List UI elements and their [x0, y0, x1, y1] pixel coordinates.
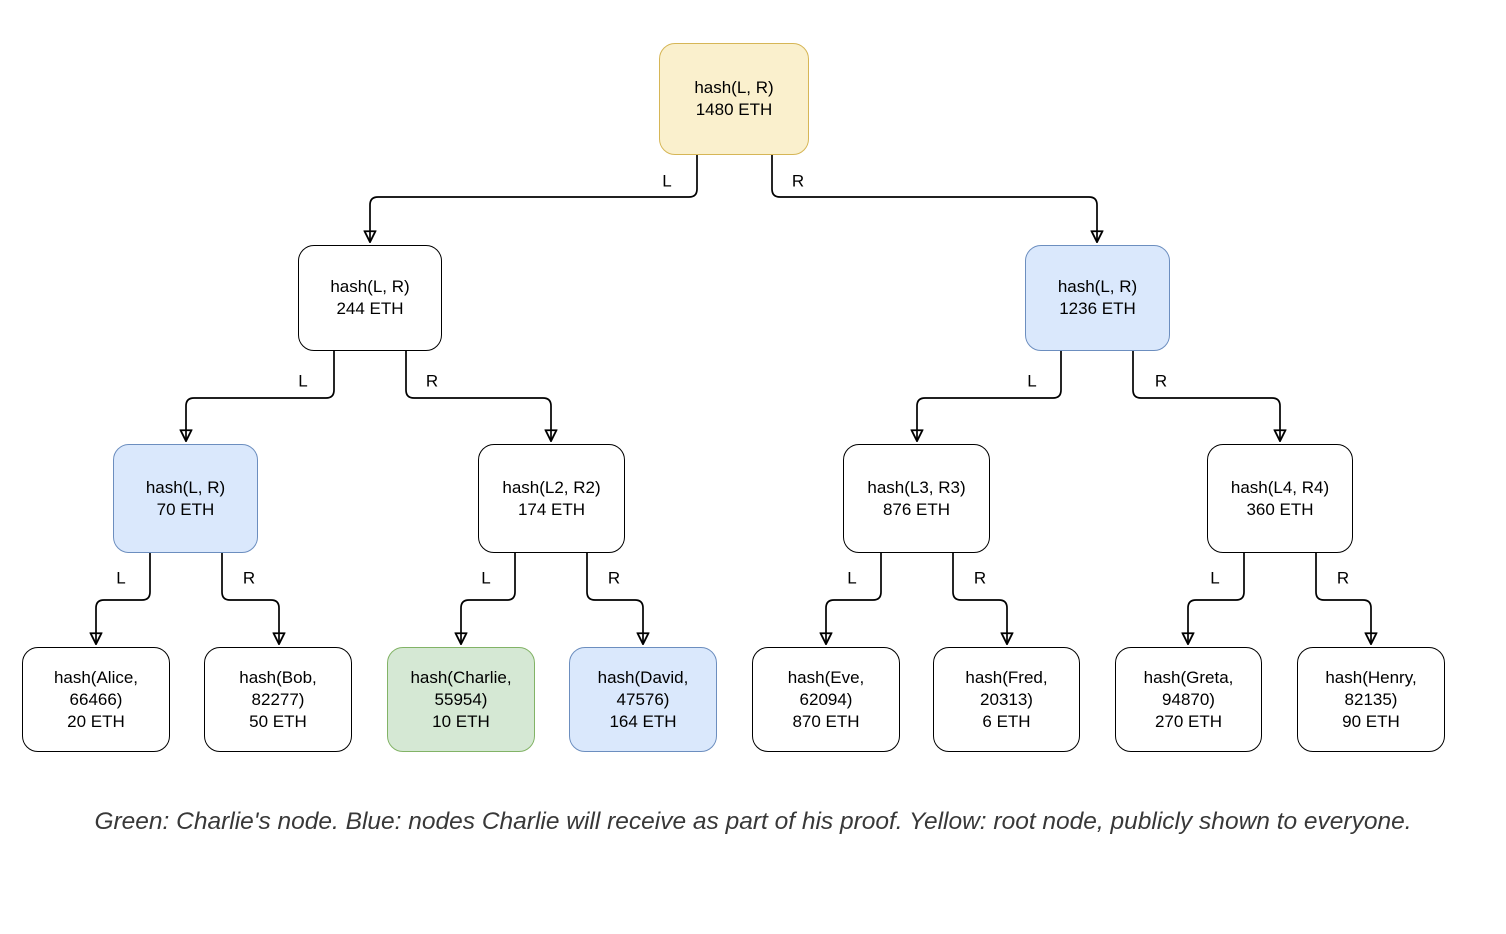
leaf-henry: hash(Henry, 82135) 90 ETH [1297, 647, 1445, 752]
edge-root-left [370, 155, 698, 241]
node-hash-label: hash(L3, R3) [867, 477, 966, 497]
node-amount-label: 870 ETH [792, 711, 860, 731]
tree-edges [0, 155, 1506, 780]
edge-label-r-l: L [1025, 371, 1039, 391]
edge-lr-right [586, 553, 643, 643]
edge-rl-left [826, 553, 882, 643]
leaf-alice: hash(Alice, 66466) 20 ETH [22, 647, 170, 752]
node-hash-label: hash(Charlie, 55954) [410, 667, 512, 709]
edge-label-lr-r: R [605, 568, 623, 588]
node-hash-label: hash(L, R) [330, 277, 410, 296]
edge-root-right [771, 155, 1097, 241]
node-amount-label: 6 ETH [982, 711, 1031, 731]
node-hash-label: hash(L, R) [694, 78, 774, 97]
leaf-david: hash(David, 47576) 164 ETH [569, 647, 717, 752]
node-hash-label: hash(L, R) [1057, 277, 1138, 296]
edge-label-r-r: R [1152, 371, 1170, 391]
node-amount-label: 270 ETH [1154, 711, 1223, 731]
node-hash-label: hash(L, R) [145, 477, 226, 497]
node-hash-label: hash(L2, R2) [502, 477, 601, 497]
edge-r-left [917, 351, 1062, 440]
node-amount-label: 360 ETH [1246, 499, 1314, 519]
leaf-charlie: hash(Charlie, 55954) 10 ETH [387, 647, 535, 752]
edge-label-ll-l: L [114, 568, 128, 588]
node-level3-4: hash(L4, R4) 360 ETH [1207, 444, 1353, 553]
edge-label-rr-l: L [1208, 568, 1222, 588]
node-amount-label: 20 ETH [67, 711, 125, 731]
node-hash-label: hash(David, 47576) [597, 667, 689, 709]
node-amount-label: 876 ETH [882, 499, 951, 519]
leaf-bob: hash(Bob, 82277) 50 ETH [204, 647, 352, 752]
node-amount-label: 10 ETH [432, 711, 490, 731]
edge-label-rl-l: L [845, 568, 859, 588]
leaf-greta: hash(Greta, 94870) 270 ETH [1115, 647, 1262, 752]
edge-label-lr-l: L [479, 568, 493, 588]
edge-l-left [186, 351, 335, 440]
node-level2-left: hash(L, R) 244 ETH [298, 245, 442, 351]
leaf-eve: hash(Eve, 62094) 870 ETH [752, 647, 900, 752]
node-hash-label: hash(Fred, 20313) [965, 667, 1048, 709]
edge-label-root-r: R [789, 171, 807, 191]
node-amount-label: 70 ETH [156, 499, 215, 519]
node-root: hash(L, R) 1480 ETH [659, 43, 809, 155]
edge-r-right [1132, 351, 1280, 440]
node-level2-right: hash(L, R) 1236 ETH [1025, 245, 1170, 351]
edge-label-l-l: L [296, 371, 310, 391]
leaf-fred: hash(Fred, 20313) 6 ETH [933, 647, 1080, 752]
node-amount-label: 244 ETH [336, 299, 404, 318]
edge-label-rr-r: R [1334, 568, 1352, 588]
node-amount-label: 50 ETH [249, 711, 307, 731]
node-amount-label: 164 ETH [609, 711, 677, 731]
node-level3-3: hash(L3, R3) 876 ETH [843, 444, 990, 553]
edge-ll-left [96, 553, 151, 643]
node-level3-2: hash(L2, R2) 174 ETH [478, 444, 625, 553]
edge-ll-right [221, 553, 279, 643]
edge-label-l-r: R [423, 371, 441, 391]
edge-l-right [405, 351, 551, 440]
edge-label-ll-r: R [240, 568, 258, 588]
node-hash-label: hash(Henry, 82135) [1325, 667, 1417, 709]
node-amount-label: 1480 ETH [695, 100, 773, 119]
node-amount-label: 174 ETH [517, 499, 586, 519]
node-hash-label: hash(Eve, 62094) [787, 667, 865, 709]
node-level3-1: hash(L, R) 70 ETH [113, 444, 258, 553]
edge-label-rl-r: R [971, 568, 989, 588]
edge-lr-left [461, 553, 516, 643]
node-amount-label: 1236 ETH [1059, 299, 1136, 318]
node-hash-label: hash(Alice, 66466) [53, 667, 139, 709]
node-hash-label: hash(Bob, 82277) [239, 667, 317, 709]
figure-caption: Green: Charlie's node. Blue: nodes Charl… [94, 808, 1412, 835]
node-amount-label: 90 ETH [1342, 711, 1400, 731]
edge-rr-left [1188, 553, 1245, 643]
edge-label-root-l: L [660, 171, 674, 191]
node-hash-label: hash(L4, R4) [1230, 477, 1330, 497]
node-hash-label: hash(Greta, 94870) [1143, 667, 1234, 709]
edge-rr-right [1315, 553, 1371, 643]
edge-rl-right [952, 553, 1007, 643]
